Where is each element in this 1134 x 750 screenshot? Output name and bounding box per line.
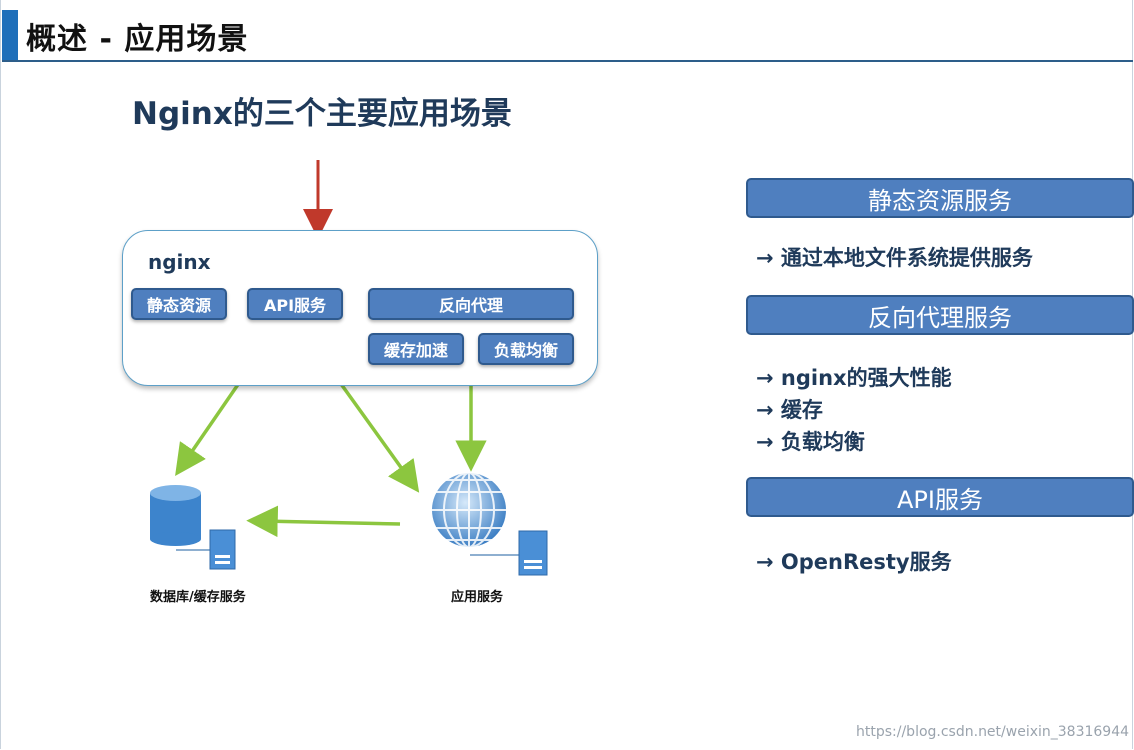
section-api-item: → OpenResty服务 [756, 550, 952, 574]
app-caption: 应用服务 [451, 590, 504, 605]
section-proxy-item: → 负载均衡 [756, 430, 865, 454]
app-server-icon [518, 530, 548, 576]
section-proxy-item: → nginx的强大性能 [756, 366, 952, 390]
slide-subtitle: Nginx的三个主要应用场景 [132, 96, 512, 132]
db-server-icon [209, 529, 236, 570]
section-api-header: API服务 [746, 477, 1134, 517]
db-caption: 数据库/缓存服务 [150, 590, 246, 605]
section-static-header: 静态资源服务 [746, 178, 1134, 218]
load-balance-box: 负载均衡 [478, 333, 574, 365]
reverse-proxy-box: 反向代理 [368, 288, 574, 320]
nginx-label: nginx [148, 250, 211, 274]
header-divider [2, 60, 1133, 62]
section-proxy-item: → 缓存 [756, 398, 823, 422]
header-accent-bar [2, 10, 18, 60]
static-resource-box: 静态资源 [131, 288, 227, 320]
page-title: 概述 - 应用场景 [26, 22, 249, 57]
watermark: https://blog.csdn.net/weixin_38316944 [856, 724, 1130, 740]
cache-accel-box: 缓存加速 [368, 333, 464, 365]
globe-icon [432, 472, 506, 548]
section-static-item: → 通过本地文件系统提供服务 [756, 246, 1033, 270]
database-icon [150, 485, 201, 546]
app-to-db-arrow [246, 505, 401, 538]
section-proxy-header: 反向代理服务 [746, 295, 1134, 335]
api-service-box: API服务 [247, 288, 343, 320]
